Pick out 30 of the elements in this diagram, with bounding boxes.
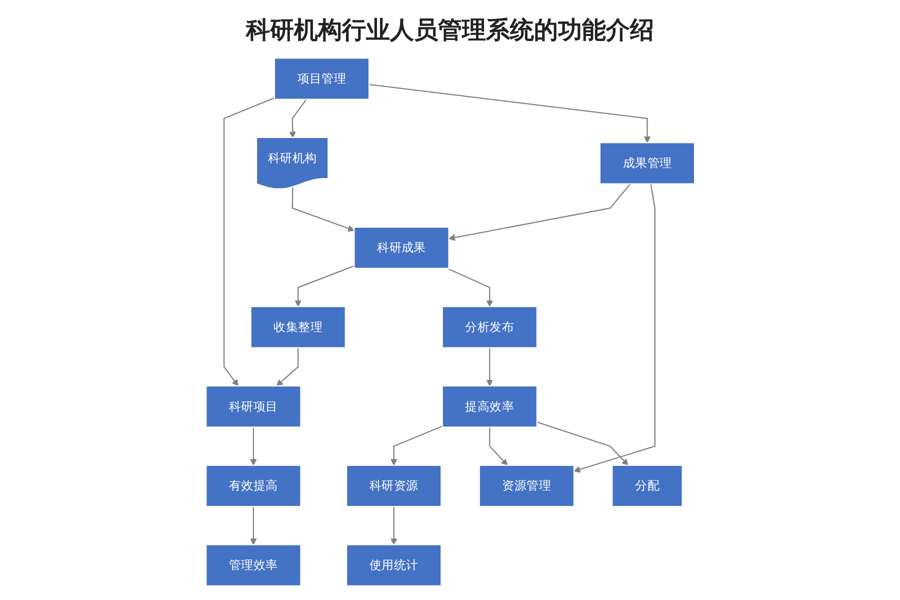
- arrow: [250, 427, 256, 466]
- node-box: 有效提高: [205, 464, 301, 508]
- arrow: [573, 184, 656, 473]
- arrow: [223, 97, 274, 386]
- arrow: [294, 265, 354, 307]
- node-box: 科研资源: [346, 464, 442, 508]
- node-box: 科研项目: [205, 385, 301, 428]
- node-box: 成果管理: [599, 142, 695, 184]
- diagram-title: 科研机构行业人员管理系统的功能介绍: [244, 15, 655, 46]
- node-box: 科研成果: [353, 226, 450, 269]
- node-box: 分配: [611, 464, 683, 508]
- node-box: 收集整理: [250, 306, 346, 348]
- arrow: [250, 506, 256, 545]
- arrow: [486, 348, 493, 386]
- arrow: [536, 422, 628, 466]
- node-box: 管理效率: [205, 544, 301, 586]
- node-box: 资源管理: [478, 464, 574, 508]
- arrow: [446, 268, 493, 307]
- arrow: [448, 183, 630, 241]
- arrow: [288, 98, 307, 138]
- node-box: 分析发布: [441, 306, 538, 348]
- node-box: 项目管理: [274, 58, 370, 100]
- arrow: [368, 84, 650, 143]
- arrow: [390, 506, 397, 545]
- arrow: [488, 427, 508, 466]
- arrow: [291, 187, 354, 232]
- arrow: [276, 348, 298, 386]
- node-box: 提高效率: [441, 385, 538, 428]
- arrow: [390, 426, 442, 466]
- node-box: 使用统计: [346, 544, 442, 586]
